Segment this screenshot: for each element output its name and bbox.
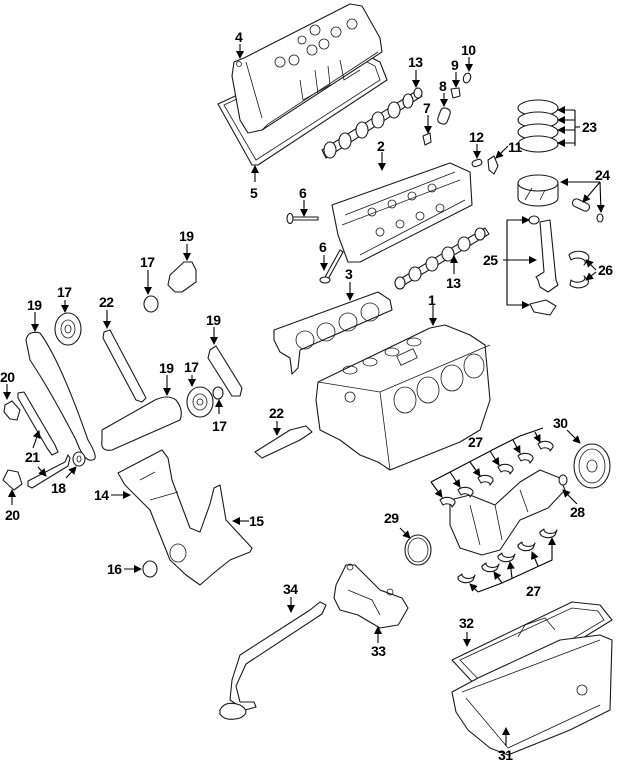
callout-21[interactable]: 21 bbox=[25, 449, 41, 465]
callout-6-upper[interactable]: 6 bbox=[299, 185, 308, 201]
callout-27-upper[interactable]: 27 bbox=[468, 434, 484, 450]
timing-chain-guide-upper[interactable] bbox=[167, 261, 197, 293]
chain-guide-21-upper[interactable] bbox=[17, 391, 59, 456]
callout-24[interactable]: 24 bbox=[595, 167, 611, 183]
cam-sprocket-left[interactable] bbox=[54, 312, 82, 346]
callout-23[interactable]: 23 bbox=[582, 119, 598, 135]
callout-31[interactable]: 31 bbox=[498, 747, 514, 763]
valve-exhaust[interactable] bbox=[319, 249, 344, 284]
callout-10[interactable]: 10 bbox=[461, 42, 477, 58]
callout-32[interactable]: 32 bbox=[459, 615, 475, 631]
callout-19-left[interactable]: 19 bbox=[27, 297, 43, 313]
callout-labels: 1 2 3 4 5 6 6 7 8 9 10 11 12 13 13 14 15… bbox=[0, 29, 614, 763]
cam-sprocket-right[interactable] bbox=[186, 386, 214, 418]
rocker-arm-11[interactable] bbox=[487, 155, 499, 175]
callout-7[interactable]: 7 bbox=[423, 100, 432, 116]
callout-17-left-sprocket[interactable]: 17 bbox=[57, 284, 73, 300]
callout-22-upper[interactable]: 22 bbox=[99, 294, 115, 310]
callout-19-right[interactable]: 19 bbox=[206, 312, 222, 328]
callout-34[interactable]: 34 bbox=[283, 581, 299, 597]
engine-block[interactable] bbox=[315, 324, 491, 471]
valve-lash-adjuster-7[interactable] bbox=[422, 132, 432, 146]
valve-keeper-10[interactable] bbox=[462, 72, 472, 84]
front-crank-seal[interactable] bbox=[142, 560, 158, 578]
callout-11[interactable]: 11 bbox=[508, 139, 523, 155]
rear-main-seal[interactable] bbox=[404, 534, 432, 566]
callout-12[interactable]: 12 bbox=[469, 129, 485, 145]
callout-5[interactable]: 5 bbox=[250, 185, 259, 201]
callout-25[interactable]: 25 bbox=[483, 252, 499, 268]
connecting-rod[interactable] bbox=[528, 215, 559, 316]
callout-14[interactable]: 14 bbox=[94, 487, 110, 503]
rocker-pivot-12[interactable] bbox=[471, 158, 483, 168]
chain-tensioner-upper[interactable] bbox=[3, 400, 21, 421]
leader-lines bbox=[3, 44, 605, 746]
callout-17-right-sprocket[interactable]: 17 bbox=[184, 359, 200, 375]
callout-19-center[interactable]: 19 bbox=[159, 360, 175, 376]
valve-intake[interactable] bbox=[286, 212, 319, 225]
valve-cover[interactable] bbox=[231, 3, 383, 134]
piston[interactable] bbox=[517, 174, 559, 207]
oil-pump[interactable] bbox=[333, 563, 409, 629]
chain-tensioner-lower[interactable] bbox=[2, 469, 23, 491]
callout-26[interactable]: 26 bbox=[598, 262, 614, 278]
camshaft-upper[interactable] bbox=[321, 87, 423, 159]
callout-19-top[interactable]: 19 bbox=[179, 228, 195, 244]
callout-20-upper[interactable]: 20 bbox=[0, 369, 16, 385]
camshaft-lower[interactable] bbox=[394, 227, 490, 290]
callout-29[interactable]: 29 bbox=[384, 510, 400, 526]
chain-tensioner-arm[interactable] bbox=[102, 329, 147, 403]
callout-28[interactable]: 28 bbox=[570, 504, 586, 520]
callout-9[interactable]: 9 bbox=[451, 57, 460, 73]
timing-chain-guide-right[interactable] bbox=[207, 345, 243, 397]
callout-20-lower[interactable]: 20 bbox=[5, 507, 21, 523]
callout-8[interactable]: 8 bbox=[439, 78, 448, 94]
callout-6-lower[interactable]: 6 bbox=[319, 239, 328, 255]
sprocket-washer[interactable] bbox=[212, 386, 224, 400]
callout-30[interactable]: 30 bbox=[553, 415, 569, 431]
timing-chain-center[interactable] bbox=[101, 396, 182, 451]
rod-bearings[interactable] bbox=[568, 250, 590, 289]
timing-chain-left[interactable] bbox=[25, 331, 96, 461]
cylinder-head[interactable] bbox=[331, 162, 473, 263]
callout-15[interactable]: 15 bbox=[249, 513, 265, 529]
piston-rings[interactable] bbox=[517, 99, 559, 153]
oil-pan[interactable] bbox=[451, 634, 613, 756]
valve-spring-retainer-9[interactable] bbox=[450, 87, 461, 99]
cam-seal[interactable] bbox=[143, 295, 159, 313]
piston-pin[interactable] bbox=[571, 198, 591, 213]
callout-33[interactable]: 33 bbox=[371, 643, 387, 659]
callout-22-lower[interactable]: 22 bbox=[269, 405, 285, 421]
oil-pickup-tube[interactable] bbox=[219, 601, 327, 720]
callout-27-lower[interactable]: 27 bbox=[526, 583, 542, 599]
callout-4[interactable]: 4 bbox=[235, 29, 244, 45]
callout-13-lower[interactable]: 13 bbox=[446, 275, 462, 291]
callout-13-upper[interactable]: 13 bbox=[408, 54, 424, 70]
timing-cover[interactable] bbox=[117, 449, 253, 586]
callout-17-seal[interactable]: 17 bbox=[140, 254, 156, 270]
crankshaft[interactable] bbox=[449, 469, 568, 556]
head-gasket[interactable] bbox=[273, 291, 393, 375]
callout-17-washer[interactable]: 17 bbox=[212, 418, 228, 434]
main-bearings-upper[interactable] bbox=[439, 440, 554, 508]
chain-guide-21-lower[interactable] bbox=[27, 454, 71, 489]
valve-tappet-8[interactable] bbox=[437, 107, 452, 125]
callout-1[interactable]: 1 bbox=[428, 292, 437, 308]
callout-18[interactable]: 18 bbox=[51, 480, 67, 496]
main-bearings-lower[interactable] bbox=[457, 528, 558, 584]
piston-pin-clip[interactable] bbox=[596, 213, 604, 223]
chain-guide-bracket[interactable] bbox=[254, 425, 313, 459]
washer-18[interactable] bbox=[72, 451, 86, 467]
callout-16[interactable]: 16 bbox=[107, 561, 123, 577]
callout-3[interactable]: 3 bbox=[345, 266, 354, 282]
harmonic-balancer[interactable] bbox=[573, 443, 611, 489]
callout-2[interactable]: 2 bbox=[377, 138, 386, 154]
